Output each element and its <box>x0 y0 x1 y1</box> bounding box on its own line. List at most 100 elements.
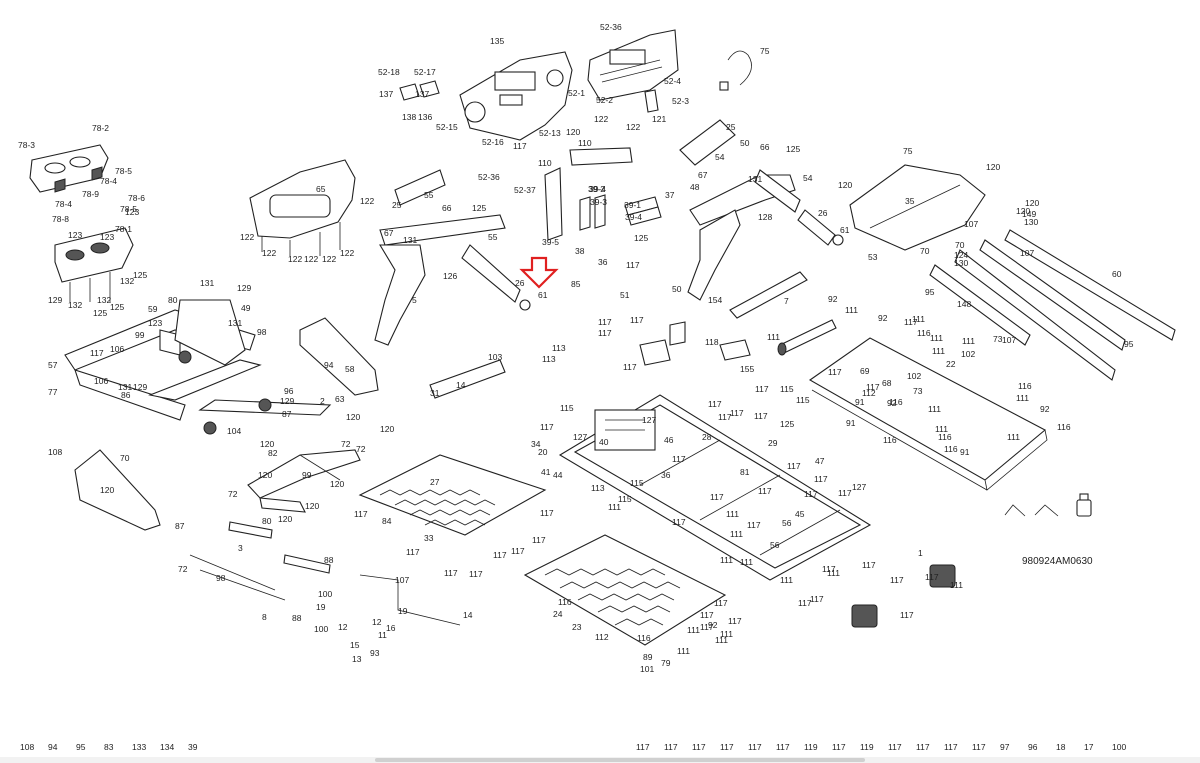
part-number-label: 123 <box>100 232 114 242</box>
part-number-label: 80 <box>168 295 178 305</box>
part-number-label: 117 <box>672 517 686 527</box>
part-number-label: 68 <box>882 378 892 388</box>
part-number-label: 52-18 <box>378 67 400 77</box>
part-number-label: 123 <box>148 318 162 328</box>
part-number-label: 122 <box>288 254 302 264</box>
part-number-label: 120 <box>1016 206 1030 216</box>
part-number-label: 104 <box>227 426 241 436</box>
part-number-label: 84 <box>382 516 392 526</box>
part-number-label: 117 <box>710 492 724 502</box>
part-number-label: 99 <box>302 470 312 480</box>
part-number-label: 70 <box>920 246 930 256</box>
part-number-label: 127 <box>573 432 587 442</box>
part-number-label: 107 <box>1002 335 1016 345</box>
part-number-label: 111 <box>715 635 728 645</box>
part-number-label: 96 <box>284 386 294 396</box>
part-number-label: 111 <box>720 555 733 565</box>
part-number-label: 111 <box>720 629 733 639</box>
part-number-label: 52-4 <box>664 76 681 86</box>
part-number-label: 100 <box>318 589 332 599</box>
part-number-label: 117 <box>444 568 458 578</box>
center-handle-grips <box>544 147 662 241</box>
part-number-label: 117 <box>944 742 958 752</box>
part-number-label: 117 <box>810 594 824 604</box>
part-number-label: 131 <box>403 235 417 245</box>
part-number-label: 117 <box>916 742 930 752</box>
part-number-label: 81 <box>740 467 750 477</box>
part-number-label: 100 <box>1112 742 1126 752</box>
part-number-label: 117 <box>469 569 483 579</box>
part-number-label: 36 <box>598 257 608 267</box>
part-number-label: 60 <box>1112 269 1122 279</box>
part-number-label: 20 <box>538 447 548 457</box>
part-number-label: 117 <box>90 348 104 358</box>
part-number-label: 122 <box>626 122 640 132</box>
part-number-label: 116 <box>558 597 572 607</box>
part-number-label: 24 <box>553 609 563 619</box>
part-number-label: 117 <box>630 315 644 325</box>
part-number-label: 122 <box>262 248 276 258</box>
part-number-label: 119 <box>860 742 874 752</box>
part-number-label: 133 <box>132 742 146 752</box>
part-number-label: 117 <box>747 520 761 530</box>
part-number-label: 12 <box>372 617 382 627</box>
part-number-label: 122 <box>360 196 374 206</box>
part-number-label: 100 <box>314 624 328 634</box>
part-number-label: 102 <box>961 349 975 359</box>
part-number-label: 117 <box>900 610 914 620</box>
part-number-label: 52-2 <box>596 95 613 105</box>
part-number-label: 125 <box>133 270 147 280</box>
part-number-label: 39 <box>188 742 198 752</box>
part-number-label: 73 <box>993 334 1003 344</box>
part-number-label: 122 <box>304 254 318 264</box>
part-number-label: 91 <box>846 418 856 428</box>
part-number-label: 117 <box>838 488 852 498</box>
part-number-label: 89 <box>643 652 653 662</box>
part-number-label: 53 <box>868 252 878 262</box>
part-number-label: 78-5 <box>115 166 132 176</box>
part-number-label: 3 <box>238 543 243 553</box>
part-number-label: 117 <box>720 742 734 752</box>
part-number-label: 117 <box>758 486 772 496</box>
left-handlebar-assembly <box>374 169 531 346</box>
part-number-label: 83 <box>104 742 114 752</box>
part-number-label: 111 <box>950 580 963 590</box>
part-number-label: 92 <box>887 398 897 408</box>
part-number-label: 121 <box>652 114 666 124</box>
part-number-label: 13 <box>352 654 362 664</box>
allen-wrench-133 <box>1004 504 1026 517</box>
part-number-label: 136 <box>418 112 432 122</box>
part-number-label: 26 <box>515 278 525 288</box>
part-number-label: 98 <box>257 327 267 337</box>
part-number-label: 66 <box>442 203 452 213</box>
part-number-label: 111 <box>930 333 943 343</box>
part-number-label: 129 <box>133 382 147 392</box>
part-number-label: 117 <box>636 742 650 752</box>
horizontal-scrollbar-thumb[interactable] <box>375 758 865 762</box>
part-number-label: 116 <box>883 435 897 445</box>
part-number-label: 125 <box>634 233 648 243</box>
part-number-label: 35 <box>905 196 915 206</box>
part-number-label: 39-4 <box>625 212 642 222</box>
part-number-label: 117 <box>511 546 525 556</box>
part-number-label: 69 <box>860 366 870 376</box>
part-number-label: 33 <box>424 533 434 543</box>
part-number-label: 117 <box>776 742 790 752</box>
part-number-label: 87 <box>175 521 185 531</box>
part-number-label: 154 <box>708 295 722 305</box>
part-number-label: 11 <box>378 630 387 640</box>
part-number-label: 117 <box>728 616 742 626</box>
part-number-label: 5 <box>412 295 417 305</box>
part-number-label: 125 <box>472 203 486 213</box>
part-number-label: 117 <box>755 384 769 394</box>
part-number-label: 120 <box>258 470 272 480</box>
part-number-label: 8 <box>262 612 267 622</box>
part-number-label: 77 <box>48 387 58 397</box>
part-number-label: 132 <box>120 276 134 286</box>
part-number-label: 52-13 <box>539 128 561 138</box>
part-number-label: 120 <box>346 412 360 422</box>
part-number-label: 116 <box>1018 381 1032 391</box>
part-number-label: 111 <box>932 346 945 356</box>
part-number-label: 95 <box>1124 339 1134 349</box>
part-number-label: 117 <box>598 328 612 338</box>
